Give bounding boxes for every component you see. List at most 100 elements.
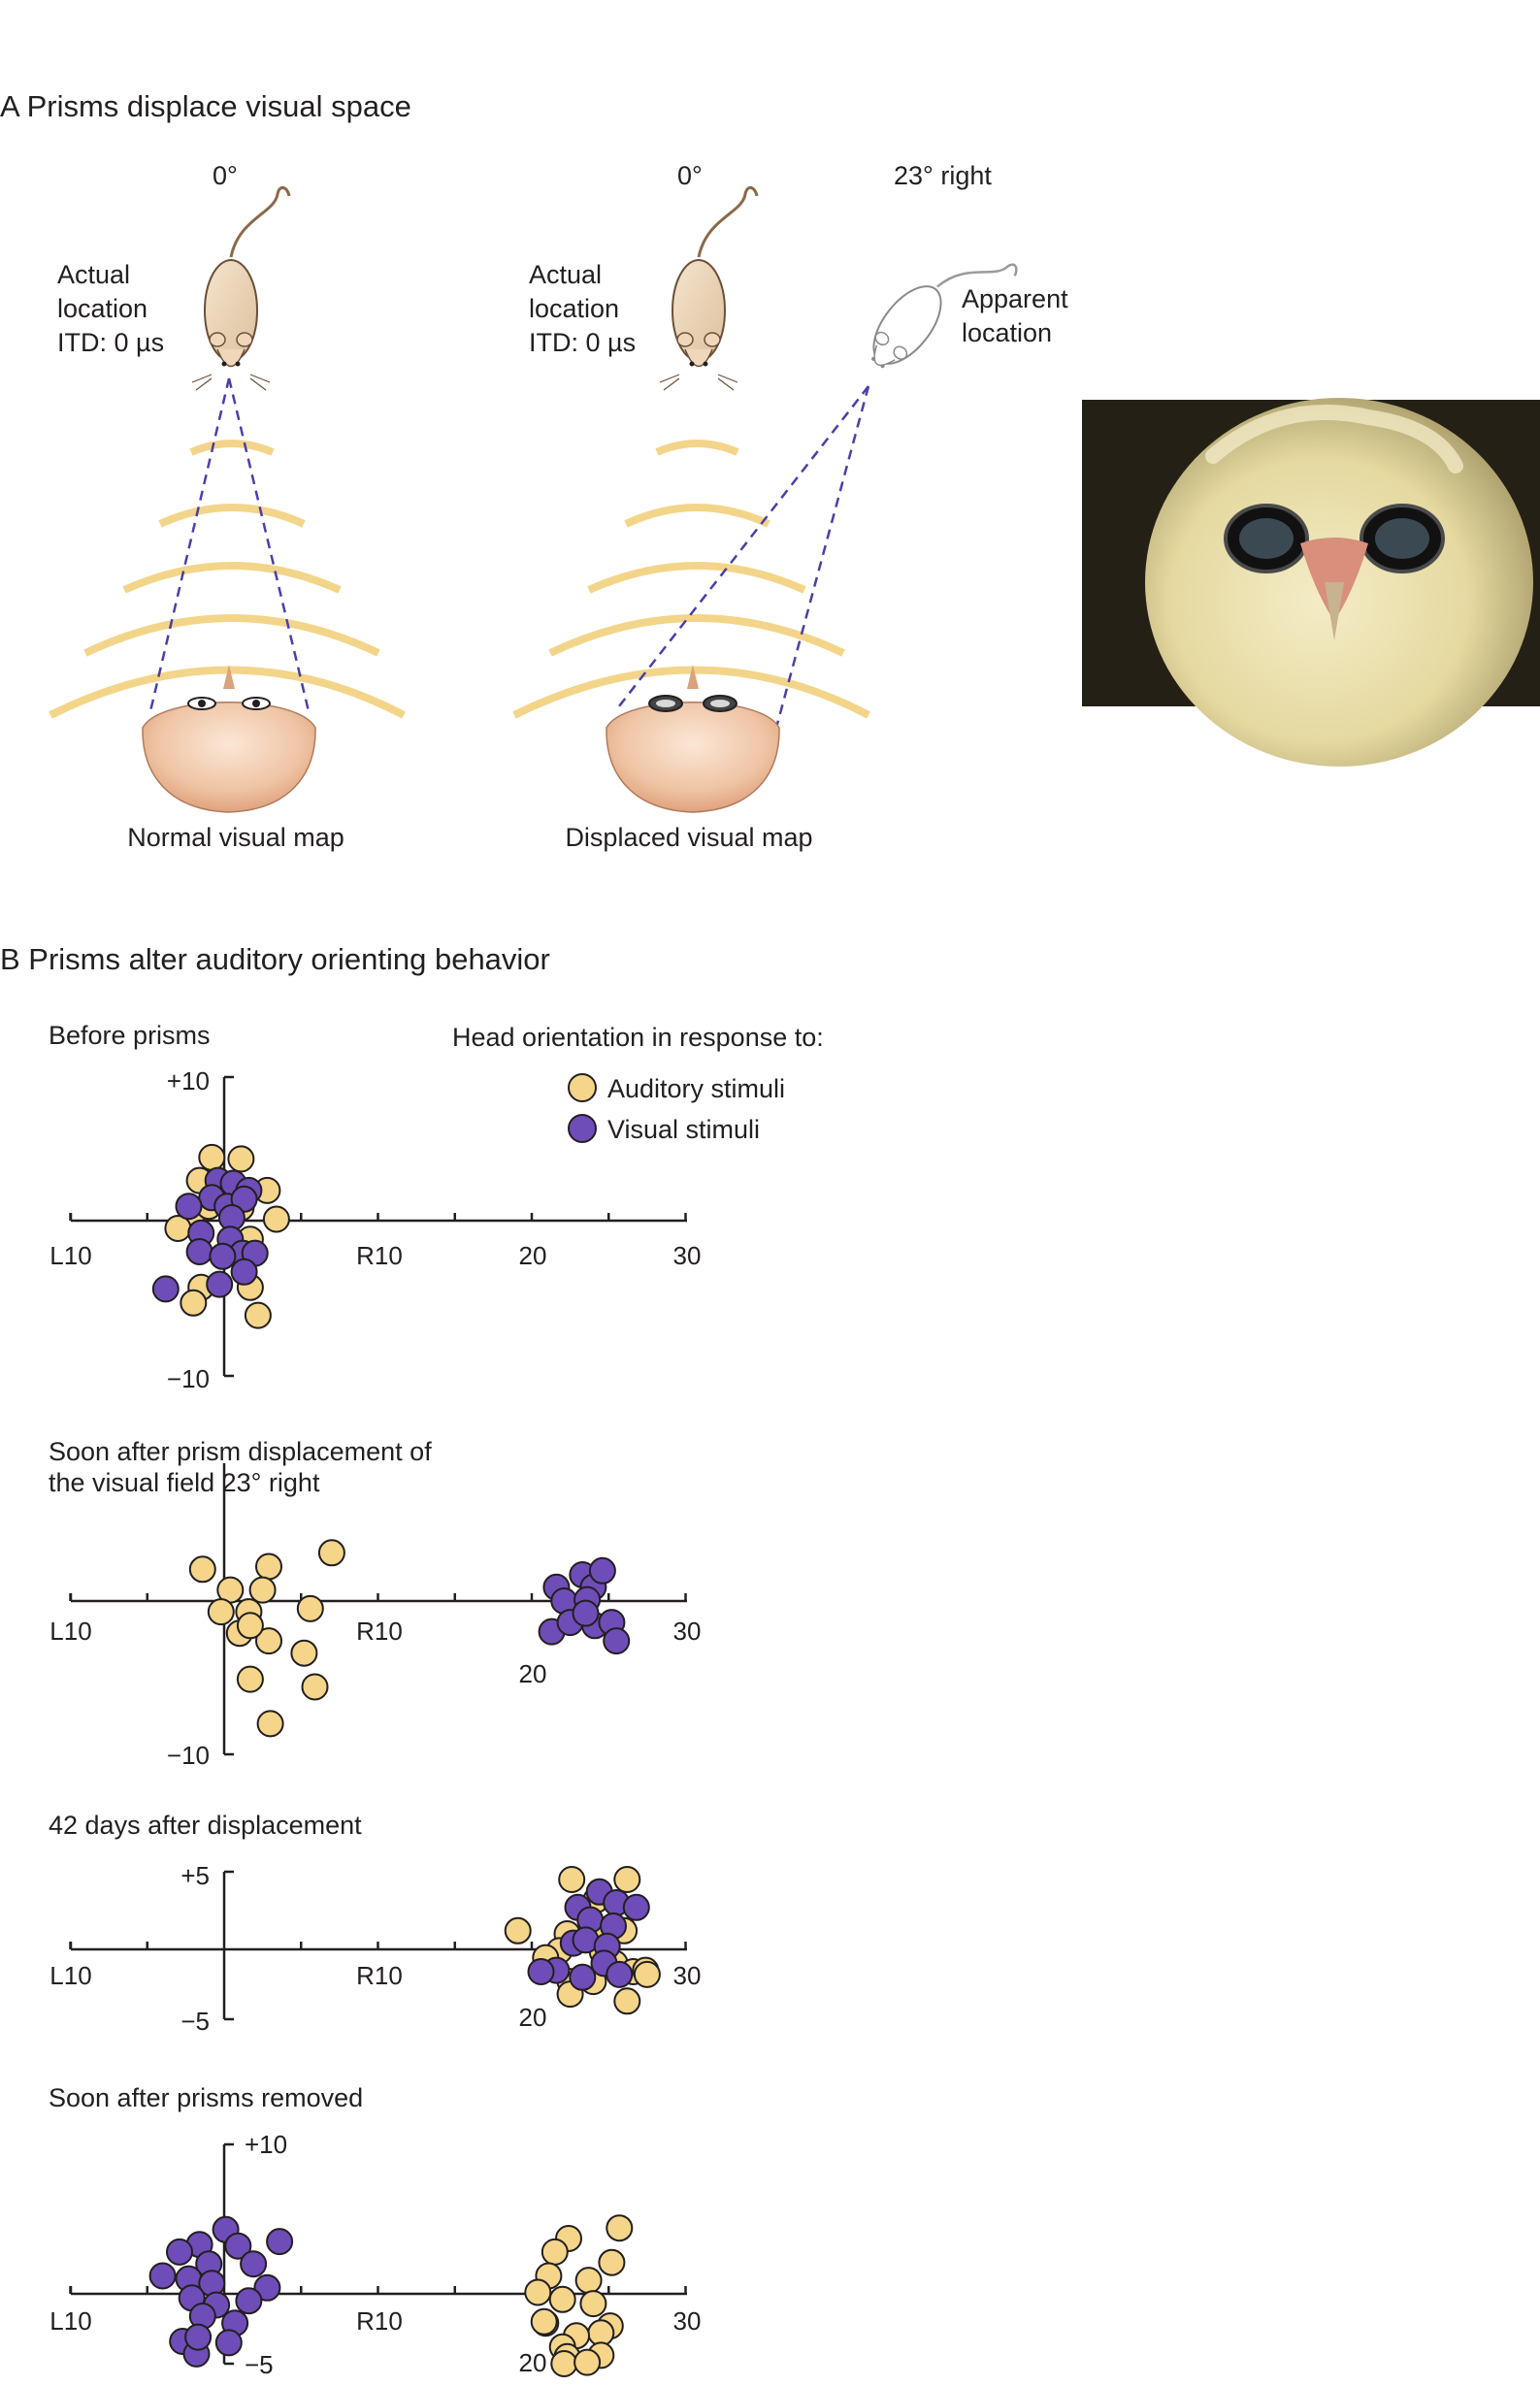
auditory-point bbox=[301, 1673, 329, 1701]
x-tick-label: 20 bbox=[519, 2348, 547, 2377]
owl-head-icon bbox=[142, 665, 316, 813]
right-location-line-1: Actual bbox=[529, 260, 602, 289]
right-ray-left bbox=[614, 385, 869, 712]
auditory-point bbox=[530, 2307, 558, 2336]
auditory-point bbox=[613, 1987, 641, 2015]
scatter-plot-after-prisms-removed: Soon after prisms removed +10 −5 L10 R10… bbox=[49, 2083, 701, 2379]
right-location-line-3: ITD: 0 µs bbox=[529, 328, 636, 357]
x-tick-label: 30 bbox=[673, 1241, 702, 1270]
visual-point bbox=[230, 1258, 258, 1286]
left-ray-right bbox=[227, 377, 311, 712]
plot-title-line-1: Soon after prism displacement of bbox=[49, 1437, 432, 1466]
auditory-point bbox=[255, 1627, 282, 1655]
auditory-point bbox=[296, 1594, 324, 1622]
visual-point bbox=[572, 1599, 600, 1627]
visual-point bbox=[166, 2238, 193, 2266]
visual-point bbox=[224, 2232, 252, 2260]
visual-point bbox=[622, 1893, 650, 1921]
auditory-point bbox=[633, 1960, 661, 1988]
legend-auditory-swatch bbox=[568, 1073, 597, 1102]
x-tick-label: 20 bbox=[519, 1659, 547, 1688]
auditory-point bbox=[574, 2267, 603, 2295]
auditory-point bbox=[198, 1143, 226, 1171]
auditory-point bbox=[606, 2214, 634, 2242]
y-tick-label: +10 bbox=[167, 1066, 210, 1095]
x-tick-label: L10 bbox=[49, 1241, 91, 1270]
right-location-line-2: location bbox=[529, 294, 619, 323]
visual-point bbox=[606, 1960, 634, 1988]
legend-auditory-label: Auditory stimuli bbox=[607, 1074, 785, 1103]
visual-point bbox=[588, 1556, 616, 1585]
panel-b-title: B Prisms alter auditory orienting behavi… bbox=[0, 942, 550, 976]
mouse-icon bbox=[659, 186, 759, 391]
visual-point bbox=[214, 2329, 243, 2357]
auditory-point bbox=[227, 1145, 255, 1173]
auditory-point bbox=[504, 1916, 532, 1945]
visual-point bbox=[235, 2287, 263, 2315]
visual-point bbox=[209, 1242, 237, 1270]
auditory-point bbox=[317, 1539, 345, 1567]
visual-point bbox=[266, 2228, 294, 2256]
auditory-point bbox=[573, 2348, 602, 2376]
x-tick-label: 20 bbox=[519, 2003, 547, 2032]
visual-point bbox=[175, 1193, 203, 1221]
auditory-point bbox=[236, 1612, 264, 1640]
auditory-point bbox=[290, 1639, 318, 1667]
x-tick-label: R10 bbox=[356, 1961, 403, 1990]
plot-title: 42 days after displacement bbox=[49, 1811, 362, 1840]
auditory-point bbox=[256, 1710, 284, 1738]
panel-a-title: A Prisms displace visual space bbox=[0, 89, 411, 123]
y-tick-label: −5 bbox=[180, 2007, 210, 2036]
visual-point bbox=[151, 1275, 180, 1303]
scatter-plot-42-days-after: 42 days after displacement +5 −5 L10 R10… bbox=[49, 1811, 701, 2036]
visual-point bbox=[569, 1963, 597, 1991]
legend-heading: Head orientation in response to: bbox=[452, 1023, 824, 1052]
right-shift-label: 23° right bbox=[894, 161, 992, 190]
auditory-point bbox=[180, 1289, 208, 1317]
left-location-line-2: location bbox=[57, 294, 147, 323]
owl-head-with-prisms-icon bbox=[606, 665, 780, 813]
x-tick-label: 30 bbox=[673, 1617, 702, 1646]
auditory-point bbox=[598, 2248, 626, 2276]
auditory-point bbox=[255, 1553, 282, 1581]
auditory-point bbox=[236, 1665, 264, 1693]
auditory-point bbox=[248, 1576, 277, 1604]
left-sound-waves bbox=[49, 440, 406, 719]
plot-title: Before prisms bbox=[49, 1021, 211, 1050]
auditory-point bbox=[579, 2290, 607, 2318]
visual-point bbox=[206, 1270, 234, 1298]
x-tick-label: L10 bbox=[49, 2306, 91, 2336]
auditory-point bbox=[524, 2278, 552, 2306]
left-ray-left bbox=[148, 377, 231, 712]
auditory-point bbox=[188, 1555, 216, 1584]
legend-visual-label: Visual stimuli bbox=[607, 1115, 760, 1144]
visual-point bbox=[527, 1958, 555, 1985]
plot-title-line-2: the visual field 23° right bbox=[49, 1468, 320, 1497]
right-angle-label: 0° bbox=[677, 161, 703, 190]
mouse-icon bbox=[191, 186, 291, 391]
visual-point bbox=[253, 2273, 281, 2302]
visual-point bbox=[603, 1627, 631, 1655]
auditory-point bbox=[558, 1866, 586, 1893]
auditory-point bbox=[550, 2350, 578, 2377]
visual-point bbox=[184, 2323, 213, 2351]
x-tick-label: R10 bbox=[356, 1617, 403, 1646]
y-tick-label: +10 bbox=[245, 2130, 287, 2159]
right-ray-right bbox=[774, 385, 870, 729]
left-location-line-3: ITD: 0 µs bbox=[57, 328, 164, 357]
x-tick-label: L10 bbox=[49, 1617, 91, 1646]
apparent-line-1: Apparent bbox=[962, 284, 1068, 313]
x-tick-label: R10 bbox=[356, 1241, 403, 1270]
scatter-plot-soon-after-displacement: Soon after prism displacement of the vis… bbox=[49, 1437, 701, 1770]
visual-point bbox=[230, 1185, 258, 1213]
auditory-point bbox=[244, 1301, 272, 1329]
apparent-mouse-icon bbox=[871, 263, 1018, 369]
x-tick-label: 30 bbox=[673, 1961, 702, 1990]
left-angle-label: 0° bbox=[213, 161, 238, 190]
x-tick-label: 30 bbox=[673, 2306, 702, 2336]
x-tick-label: R10 bbox=[356, 2306, 403, 2336]
plot-title: Soon after prisms removed bbox=[49, 2083, 363, 2112]
visual-point bbox=[148, 2262, 177, 2290]
apparent-line-2: location bbox=[962, 318, 1052, 347]
